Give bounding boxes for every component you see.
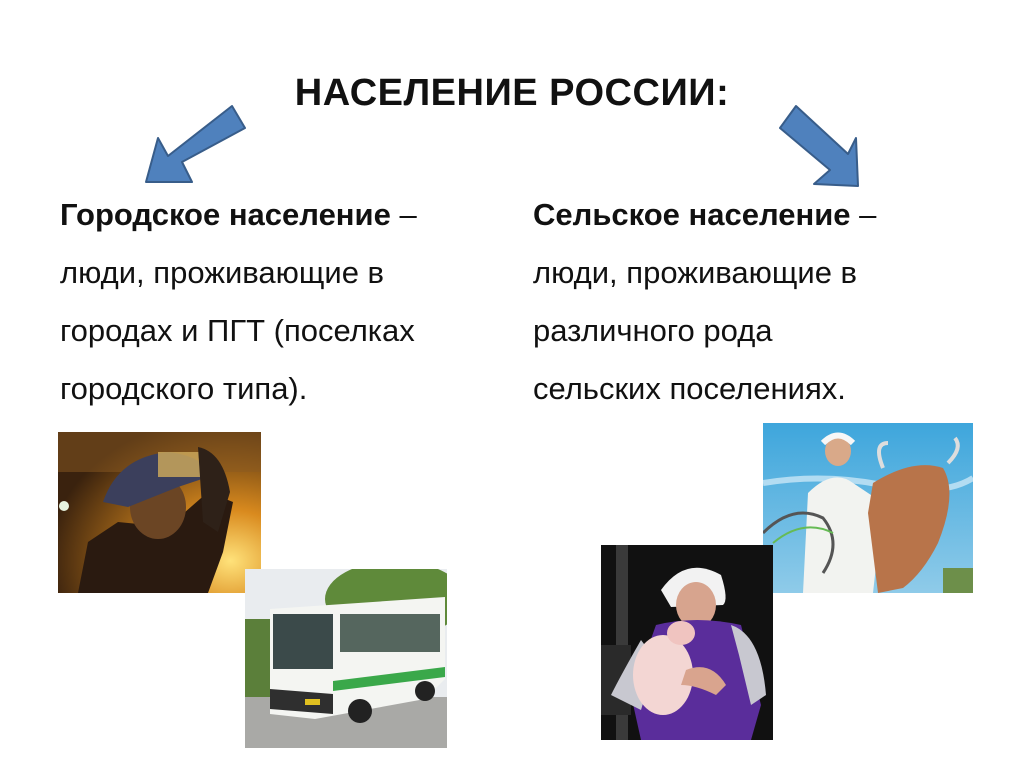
rural-dash: – (850, 197, 877, 232)
rural-line-1: люди, проживающие в (533, 255, 858, 290)
urban-term-line: Городское население – (60, 186, 510, 244)
urban-dash: – (390, 197, 417, 232)
rural-term-line: Сельское население – (533, 186, 973, 244)
urban-population-definition: Городское население – люди, проживающие … (60, 186, 510, 418)
rural-line-3: сельских поселениях. (533, 371, 846, 406)
woman-with-piglet-photo (601, 545, 773, 740)
rural-term: Сельское население (533, 197, 851, 232)
arrow-down-right-icon (779, 105, 859, 187)
arrow-down-left-icon (145, 105, 246, 183)
urban-line-1: люди, проживающие в (60, 255, 385, 290)
city-bus-photo (245, 569, 447, 748)
steelworker-photo (58, 432, 261, 593)
urban-term: Городское население (60, 197, 391, 232)
urban-line-3: городского типа). (60, 371, 308, 406)
milkmaid-cow-photo (763, 423, 973, 593)
urban-line-2: городах и ПГТ (поселках (60, 313, 415, 348)
slide-title: НАСЕЛЕНИЕ РОССИИ: (294, 72, 730, 114)
rural-line-2: различного рода (533, 313, 773, 348)
rural-population-definition: Сельское население – люди, проживающие в… (533, 186, 973, 418)
